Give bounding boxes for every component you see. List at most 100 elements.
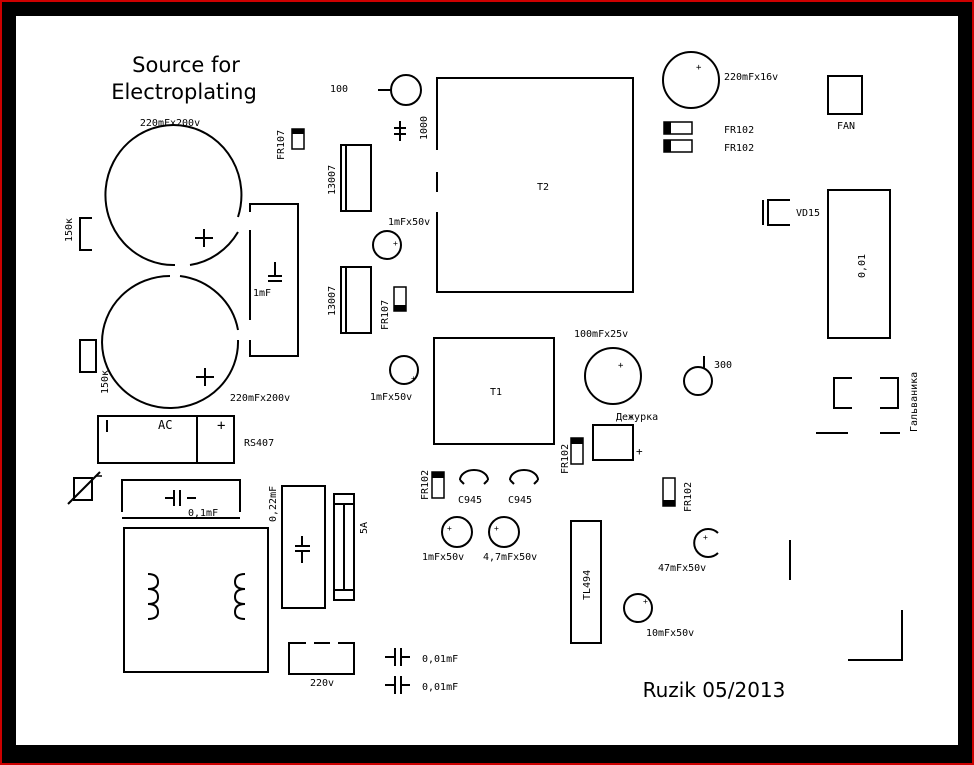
ic-tl494	[570, 520, 602, 644]
thermistor	[67, 471, 102, 505]
fuse-5a	[333, 493, 355, 601]
t2-label: T2	[537, 182, 549, 193]
fr102-c-band	[571, 438, 583, 444]
cap-001-a-label: 0,01mF	[422, 654, 458, 665]
cap-main-bottom	[101, 275, 240, 409]
cap-100-25v-plus: +	[618, 361, 624, 371]
q13007-bottom	[340, 266, 372, 334]
c945-b-label: C945	[508, 495, 532, 506]
cap-022	[281, 485, 326, 609]
cap-001-a	[385, 648, 410, 666]
board-area	[16, 16, 958, 745]
fr102-b-label: FR102	[724, 143, 754, 154]
cap-1mf50-a	[372, 230, 402, 260]
fr102-a	[663, 121, 693, 135]
galvanika-label: Гальваника	[909, 372, 920, 432]
filter-choke-gap	[274, 545, 278, 565]
cap-1000-label: 1000	[419, 116, 430, 140]
res-150k-bottom	[79, 339, 97, 373]
cap-10-50v-label: 10mFx50v	[646, 628, 694, 639]
q13007-bottom-label: 13007	[327, 286, 338, 316]
t2-gap-top	[431, 150, 441, 172]
res-100-label: 100	[330, 84, 348, 95]
res-150k-top-label: 150к	[64, 218, 75, 242]
c945-a-lead-right	[483, 479, 489, 485]
cap-001-b-label: 0,01mF	[422, 682, 458, 693]
cap-220-16v-label: 220mFx16v	[724, 72, 778, 83]
cap-022-symbol	[295, 536, 310, 563]
galvanika-connector-right	[880, 377, 899, 409]
shunt-001-label: 0,01	[857, 254, 868, 278]
cap-47b-50v-plus: +	[703, 533, 708, 542]
transformer-t2	[436, 77, 634, 293]
cap-1mf-label: 1mF	[253, 288, 271, 299]
fr107-top-band	[292, 129, 304, 134]
fan-label: FAN	[837, 121, 855, 132]
cap-1mf50-a-plus: +	[393, 239, 398, 248]
fr102-a-label: FR102	[724, 125, 754, 136]
bridge-ac-label: AC	[158, 418, 172, 432]
cap-220-16v	[662, 51, 720, 109]
filter-choke	[123, 527, 269, 673]
cap-1mf-symbol	[268, 262, 282, 282]
cap-1mf50-b-label: 1mFx50v	[370, 392, 412, 403]
c945-b-lead-right	[533, 479, 539, 485]
fr107-top-label: FR107	[276, 130, 287, 160]
res-300	[683, 366, 713, 396]
cap-100-25v	[584, 347, 642, 405]
cap-47b-50v-label: 47mFx50v	[658, 563, 706, 574]
c945-b	[509, 469, 539, 481]
tl494-label: TL494	[582, 570, 593, 600]
cap-100-25v-label: 100mFx25v	[574, 329, 628, 340]
cap-001-b	[385, 676, 410, 694]
res-300-label: 300	[714, 360, 732, 371]
cap-220-16v-plus: +	[696, 63, 702, 73]
t1-label: T1	[490, 387, 502, 398]
cap-1mf50-c-plus: +	[447, 524, 452, 533]
cap-1mf50-b-plus: +	[411, 374, 416, 383]
cap-main-top-label: 220mFx200v	[140, 118, 200, 129]
cap-1mf50-c-label: 1mFx50v	[422, 552, 464, 563]
fan-connector	[827, 75, 863, 115]
heatsink-bottom	[848, 610, 903, 661]
cap-01-symbol	[165, 490, 196, 506]
rs407-label: RS407	[244, 438, 274, 449]
t2-gap-bottom	[431, 192, 441, 212]
cap-47-50v	[488, 516, 520, 548]
res-150k-top	[79, 217, 92, 251]
v220-label: 220v	[310, 678, 334, 689]
res-150k-bottom-label: 150к	[100, 370, 111, 394]
dezhurka-plus: +	[636, 445, 643, 458]
q13007-top	[340, 144, 372, 212]
cap-1000	[394, 121, 406, 141]
fr102-b	[663, 139, 693, 153]
connector-220v	[288, 642, 355, 675]
fr107-mid-band	[394, 305, 406, 311]
cap-01-label: 0,1mF	[188, 508, 218, 519]
fr102-e-label: FR102	[683, 482, 694, 512]
dezhurka-label: Дежурка	[616, 412, 658, 423]
dezhurka-module	[592, 424, 634, 461]
cap-1mf50-a-label: 1mFx50v	[388, 217, 430, 228]
fr102-d-label: FR102	[420, 470, 431, 500]
title-line-2: Electroplating	[111, 80, 257, 104]
coil-left	[147, 573, 160, 620]
cap-1mf50-b	[389, 355, 419, 385]
cap-022-label: 0,22mF	[268, 486, 279, 522]
fr102-e-band	[663, 500, 675, 506]
cap-1mf-body	[249, 203, 299, 357]
fuse-label: 5A	[359, 522, 370, 534]
cap-main-bottom-label: 220mFx200v	[230, 393, 290, 404]
bridge-rs407	[97, 415, 235, 464]
transformer-t1	[433, 337, 555, 445]
coil-right	[233, 573, 246, 620]
vd15-label: VD15	[796, 208, 820, 219]
c945-b-lead-left	[509, 479, 515, 485]
fr102-d-band	[432, 472, 444, 478]
fr102-c-label: FR102	[560, 444, 571, 474]
author-signature: Ruzik 05/2013	[643, 678, 786, 702]
cap-10-50v	[623, 593, 653, 623]
